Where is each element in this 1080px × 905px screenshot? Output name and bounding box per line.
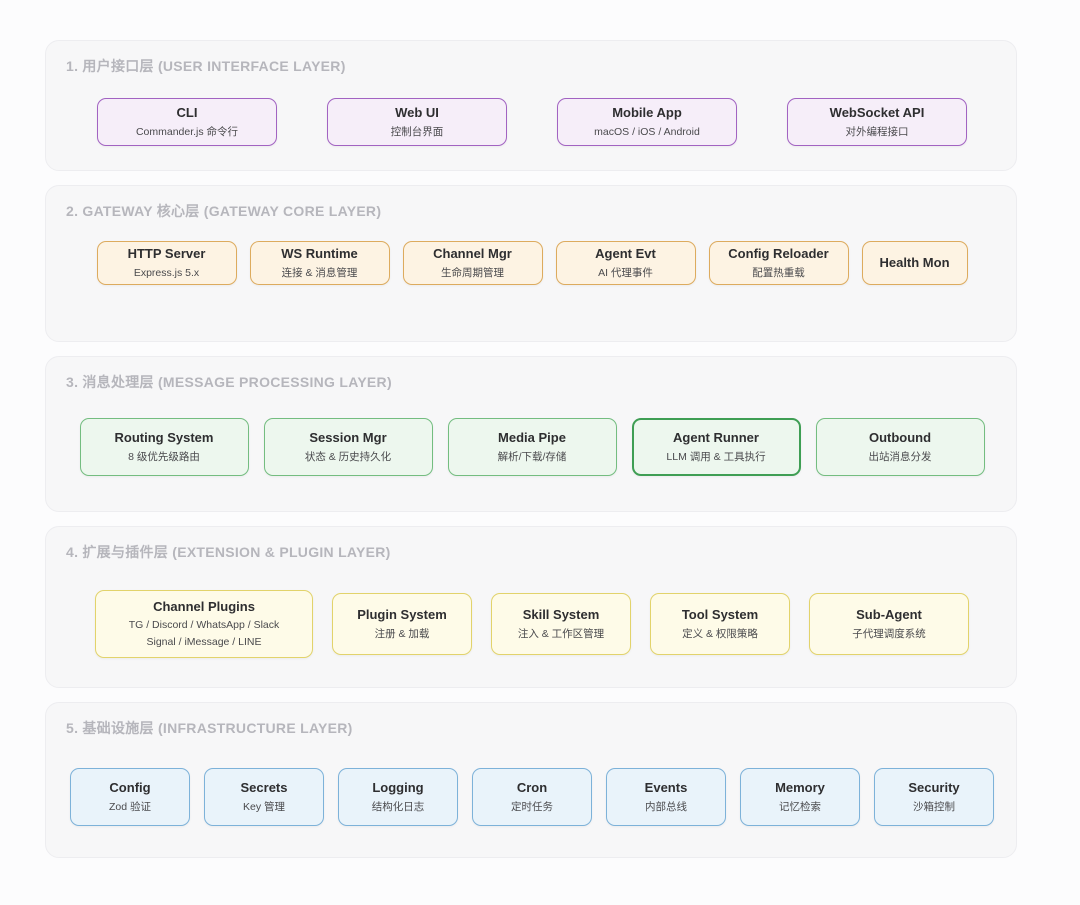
node-title: WebSocket API bbox=[829, 105, 925, 121]
node-subtitle: 出站消息分发 bbox=[868, 450, 932, 463]
node-agent-evt: Agent Evt AI 代理事件 bbox=[555, 241, 696, 285]
node-sub-agent: Sub-Agent 子代理调度系统 bbox=[809, 593, 969, 655]
node-subtitle: 对外编程接口 bbox=[845, 125, 909, 138]
node-subtitle: 子代理调度系统 bbox=[852, 627, 926, 640]
node-subtitle: macOS / iOS / Android bbox=[594, 125, 700, 138]
node-title: Channel Plugins bbox=[153, 598, 255, 614]
node-title: Sub-Agent bbox=[856, 607, 922, 623]
node-title: Events bbox=[644, 780, 688, 796]
node-config-reloader: Config Reloader 配置热重载 bbox=[708, 241, 849, 285]
node-title: Config Reloader bbox=[728, 246, 829, 262]
node-subtitle: Signal / iMessage / LINE bbox=[146, 636, 262, 649]
node-subtitle: 生命周期管理 bbox=[441, 266, 504, 279]
node-subtitle: 8 级优先级路由 bbox=[128, 450, 200, 463]
layer-row-extension-plugin: Channel Plugins TG / Discord / WhatsApp /… bbox=[66, 590, 998, 658]
node-title: Config bbox=[109, 780, 151, 796]
layer-title-infrastructure: 5. 基础设施层 (INFRASTRUCTURE LAYER) bbox=[66, 720, 353, 736]
node-title: Channel Mgr bbox=[433, 246, 512, 262]
node-memory: Memory 记忆检索 bbox=[740, 768, 860, 826]
node-subtitle: 配置热重载 bbox=[752, 266, 805, 279]
node-title: Skill System bbox=[522, 607, 600, 623]
node-title: Media Pipe bbox=[498, 430, 566, 446]
node-cron: Cron 定时任务 bbox=[472, 768, 592, 826]
node-subtitle: 控制台界面 bbox=[390, 125, 444, 138]
node-title: Plugin System bbox=[357, 607, 447, 623]
node-title: CLI bbox=[176, 105, 198, 121]
node-subtitle: Express.js 5.x bbox=[133, 266, 200, 279]
node-title: Routing System bbox=[114, 430, 214, 446]
node-title: Web UI bbox=[395, 105, 439, 121]
node-title: Health Mon bbox=[879, 254, 950, 270]
node-title: Session Mgr bbox=[309, 430, 387, 446]
node-subtitle: Commander.js 命令行 bbox=[135, 125, 239, 138]
node-subtitle: 记忆检索 bbox=[779, 800, 821, 813]
layer-title-user-interface: 1. 用户接口层 (USER INTERFACE LAYER) bbox=[66, 58, 346, 74]
node-events: Events 内部总线 bbox=[606, 768, 726, 826]
layer-section-extension-plugin: 4. 扩展与插件层 (EXTENSION & PLUGIN LAYER) Chan… bbox=[45, 526, 1017, 688]
layer-title-extension-plugin: 4. 扩展与插件层 (EXTENSION & PLUGIN LAYER) bbox=[66, 544, 391, 560]
node-channel-mgr: Channel Mgr 生命周期管理 bbox=[402, 241, 543, 285]
node-session-mgr: Session Mgr 状态 & 历史持久化 bbox=[263, 418, 433, 476]
node-security: Security 沙箱控制 bbox=[874, 768, 994, 826]
node-mobile-app: Mobile App macOS / iOS / Android bbox=[557, 98, 737, 146]
node-media-pipe: Media Pipe 解析/下载/存储 bbox=[447, 418, 617, 476]
node-subtitle: 连接 & 消息管理 bbox=[281, 266, 358, 279]
node-subtitle: Key 管理 bbox=[242, 800, 285, 813]
node-subtitle: 状态 & 历史持久化 bbox=[304, 450, 392, 463]
node-subtitle: 定时任务 bbox=[511, 800, 553, 813]
node-websocket-api: WebSocket API 对外编程接口 bbox=[787, 98, 967, 146]
node-title: Mobile App bbox=[612, 105, 682, 121]
layer-section-message-processing: 3. 消息处理层 (MESSAGE PROCESSING LAYER) Routi… bbox=[45, 356, 1017, 512]
node-title: Memory bbox=[775, 780, 825, 796]
node-routing-system: Routing System 8 级优先级路由 bbox=[79, 418, 249, 476]
node-title: Cron bbox=[516, 780, 548, 796]
node-tool-system: Tool System 定义 & 权限策略 bbox=[650, 593, 790, 655]
node-subtitle: AI 代理事件 bbox=[598, 266, 653, 279]
node-subtitle: 解析/下载/存储 bbox=[497, 450, 567, 463]
layer-title-message-processing: 3. 消息处理层 (MESSAGE PROCESSING LAYER) bbox=[66, 374, 392, 390]
layer-row-user-interface: CLI Commander.js 命令行 Web UI 控制台界面 Mobile App… bbox=[66, 98, 998, 146]
node-plugin-system: Plugin System 注册 & 加载 bbox=[332, 593, 472, 655]
node-cli: CLI Commander.js 命令行 bbox=[97, 98, 277, 146]
node-subtitle: 定义 & 权限策略 bbox=[682, 627, 758, 640]
node-title: Tool System bbox=[681, 607, 759, 623]
node-subtitle: Zod 验证 bbox=[108, 800, 151, 813]
node-title: HTTP Server bbox=[127, 246, 206, 262]
layer-title-gateway-core: 2. GATEWAY 核心层 (GATEWAY CORE LAYER) bbox=[66, 203, 382, 219]
node-subtitle: 沙箱控制 bbox=[913, 800, 955, 813]
node-title: Logging bbox=[372, 780, 424, 796]
node-subtitle: 注册 & 加载 bbox=[374, 627, 430, 640]
node-subtitle: LLM 调用 & 工具执行 bbox=[666, 450, 766, 463]
architecture-diagram: 1. 用户接口层 (USER INTERFACE LAYER) CLI Comman… bbox=[45, 40, 1017, 858]
node-skill-system: Skill System 注入 & 工作区管理 bbox=[491, 593, 631, 655]
node-title: Agent Evt bbox=[595, 246, 656, 262]
node-outbound: Outbound 出站消息分发 bbox=[815, 418, 985, 476]
node-title: WS Runtime bbox=[281, 246, 358, 262]
node-subtitle: TG / Discord / WhatsApp / Slack bbox=[128, 618, 280, 631]
layer-section-user-interface: 1. 用户接口层 (USER INTERFACE LAYER) CLI Comman… bbox=[45, 40, 1017, 171]
node-logging: Logging 结构化日志 bbox=[338, 768, 458, 826]
layer-section-gateway-core: 2. GATEWAY 核心层 (GATEWAY CORE LAYER) HTTP … bbox=[45, 185, 1017, 342]
node-subtitle: 注入 & 工作区管理 bbox=[517, 627, 605, 640]
node-title: Secrets bbox=[240, 780, 288, 796]
layer-row-message-processing: Routing System 8 级优先级路由 Session Mgr 状态 & 历史… bbox=[66, 418, 998, 476]
node-health-mon: Health Mon bbox=[861, 241, 968, 285]
node-title: Agent Runner bbox=[673, 430, 759, 446]
node-web-ui: Web UI 控制台界面 bbox=[327, 98, 507, 146]
node-title: Security bbox=[908, 780, 960, 796]
node-subtitle: 内部总线 bbox=[645, 800, 687, 813]
node-channel-plugins: Channel Plugins TG / Discord / WhatsApp /… bbox=[95, 590, 313, 658]
node-ws-runtime: WS Runtime 连接 & 消息管理 bbox=[249, 241, 390, 285]
node-title: Outbound bbox=[868, 430, 932, 446]
node-subtitle: 结构化日志 bbox=[371, 800, 425, 813]
